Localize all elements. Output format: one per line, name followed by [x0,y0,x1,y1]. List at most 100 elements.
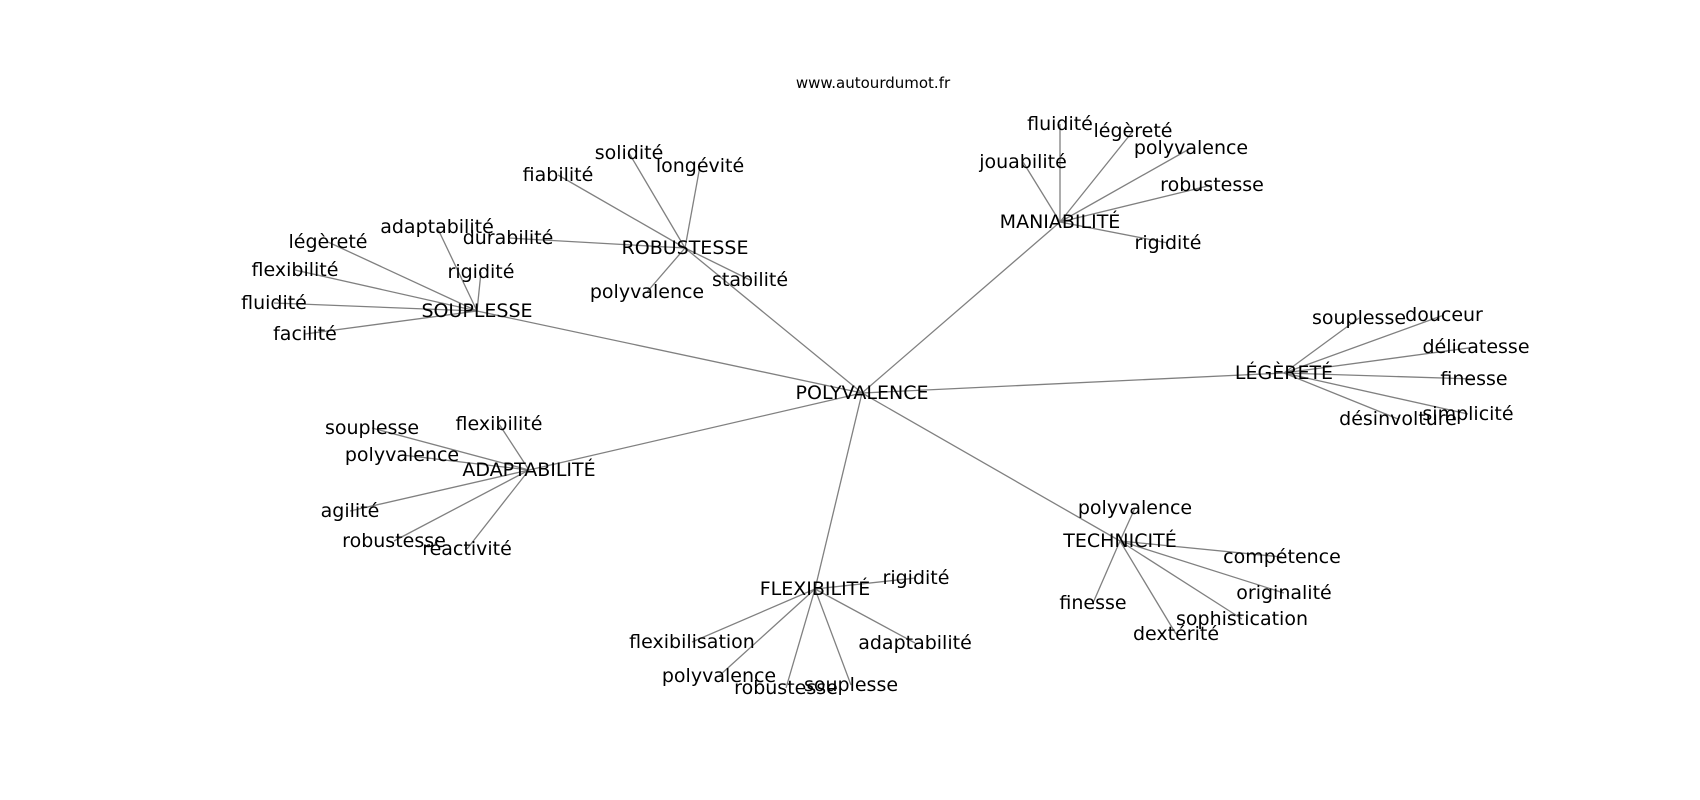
leaf-label: finesse [1440,368,1507,390]
leaf-label: rigidité [1135,232,1202,254]
cluster-label-legerete: LÉGÈRETÉ [1235,361,1333,384]
edge-root-legerete [861,372,1285,394]
leaf-label: flexibilité [252,259,339,281]
edge-adaptabilite-leaf [466,469,530,550]
edge-robustesse-leaf [628,152,686,249]
leaf-label: légèreté [1094,120,1173,142]
leaf-label: souplesse [804,674,898,696]
edge-root-adaptabilite [528,392,863,471]
leaf-label: dextérité [1133,623,1219,645]
edge-flexibilite-leaf [814,588,852,686]
leaf-label: robustesse [342,530,446,552]
leaf-label: fluidité [241,292,307,314]
edge-technicite-leaf [1119,540,1285,594]
leaf-label: désinvolture [1339,408,1457,430]
cluster-label-robustesse: ROBUSTESSE [622,237,749,259]
leaf-label: délicatesse [1422,336,1529,358]
cluster-label-souplesse: SOUPLESSE [421,300,532,322]
edge-robustesse-leaf [684,165,701,249]
leaf-label: polyvalence [590,281,704,303]
leaf-label: flexibilisation [629,631,755,653]
leaf-label: simplicité [1422,403,1513,425]
edge-robustesse-leaf [646,247,686,293]
edge-maniabilite-leaf [1059,221,1169,244]
leaf-label: agilité [321,500,380,522]
leaf-label: flexibilité [456,413,543,435]
site-url: www.autourdumot.fr [796,74,951,92]
root-label: POLYVALENCE [796,382,929,404]
leaf-label: souplesse [1312,307,1406,329]
edge-legerete-leaf [1283,372,1475,380]
cluster-label-maniabilite: MANIABILITÉ [1000,210,1121,233]
edge-souplesse-leaf [436,226,478,312]
edge-souplesse-leaf [476,271,482,312]
edge-root-flexibilite [814,392,863,590]
leaf-label: douceur [1405,304,1483,326]
edge-technicite-leaf [1119,507,1136,542]
leaf-label: souplesse [325,417,419,439]
leaf-label: polyvalence [345,444,459,466]
edge-souplesse-leaf [327,241,478,312]
leaf-label: compétence [1223,546,1341,568]
edge-souplesse-leaf [304,310,478,335]
edge-technicite-leaf [1119,540,1283,558]
edge-legerete-leaf [1283,346,1477,374]
edge-legerete-leaf [1283,317,1360,374]
leaf-label: polyvalence [1134,137,1248,159]
edge-flexibilite-leaf [718,588,816,677]
leaf-label: originalité [1236,582,1331,604]
leaf-label: solidité [595,142,664,164]
leaf-label: longévité [656,155,744,177]
edge-maniabilite-leaf [1059,184,1213,223]
leaf-label: robustesse [734,677,838,699]
leaf-label: adaptabilité [858,632,972,654]
leaf-label: légèreté [289,231,368,253]
leaf-label: facilité [273,323,337,345]
edge-root-souplesse [476,310,863,394]
leaf-label: durabilité [463,227,554,249]
edge-flexibilite-leaf [785,588,816,689]
edge-maniabilite-leaf [1059,147,1192,223]
leaf-label: fiabilité [523,164,594,186]
edge-technicite-leaf [1119,540,1177,635]
leaf-label: stabilité [712,269,788,291]
edge-robustesse-leaf [684,247,751,281]
leaf-label: adaptabilité [380,216,494,238]
edge-maniabilite-leaf [1059,130,1134,223]
edge-maniabilite-leaf [1022,161,1061,223]
leaf-label: polyvalence [1078,497,1192,519]
edge-technicite-leaf [1092,540,1121,604]
edge-layer [273,124,1477,689]
leaf-label: rigidité [448,261,515,283]
cluster-label-adaptabilite: ADAPTABILITÉ [462,458,595,481]
edge-flexibilite-leaf [814,577,917,590]
edge-root-technicite [861,392,1121,542]
leaf-label: réactivité [422,538,512,560]
edge-legerete-leaf [1283,372,1399,420]
leaf-label: sophistication [1176,608,1308,630]
edge-flexibilite-leaf [691,588,816,643]
leaf-label: fluidité [1027,113,1093,135]
edge-adaptabilite-leaf [349,469,530,512]
edge-legerete-leaf [1283,314,1445,374]
cluster-label-flexibilite: FLEXIBILITÉ [760,577,871,600]
edge-souplesse-leaf [273,302,478,312]
leaf-label: finesse [1059,592,1126,614]
cluster-label-technicite: TECHNICITÉ [1062,529,1176,552]
leaf-label: polyvalence [662,665,776,687]
leaf-label: rigidité [883,567,950,589]
leaf-label: jouabilité [978,151,1067,173]
label-layer: adaptabilité légèreté flexibilité rigidité f… [241,113,1529,699]
edge-technicite-leaf [1119,540,1243,620]
edge-flexibilite-leaf [814,588,916,644]
edge-adaptabilite-leaf [498,423,530,471]
edge-legerete-leaf [1283,372,1469,415]
edge-adaptabilite-leaf [393,469,530,542]
edge-adaptabilite-leaf [401,454,530,471]
edge-souplesse-leaf [294,269,478,312]
edge-robustesse-leaf [507,237,686,249]
edge-robustesse-leaf [557,174,686,249]
edge-adaptabilite-leaf [371,427,530,471]
edge-root-robustesse [684,247,863,394]
